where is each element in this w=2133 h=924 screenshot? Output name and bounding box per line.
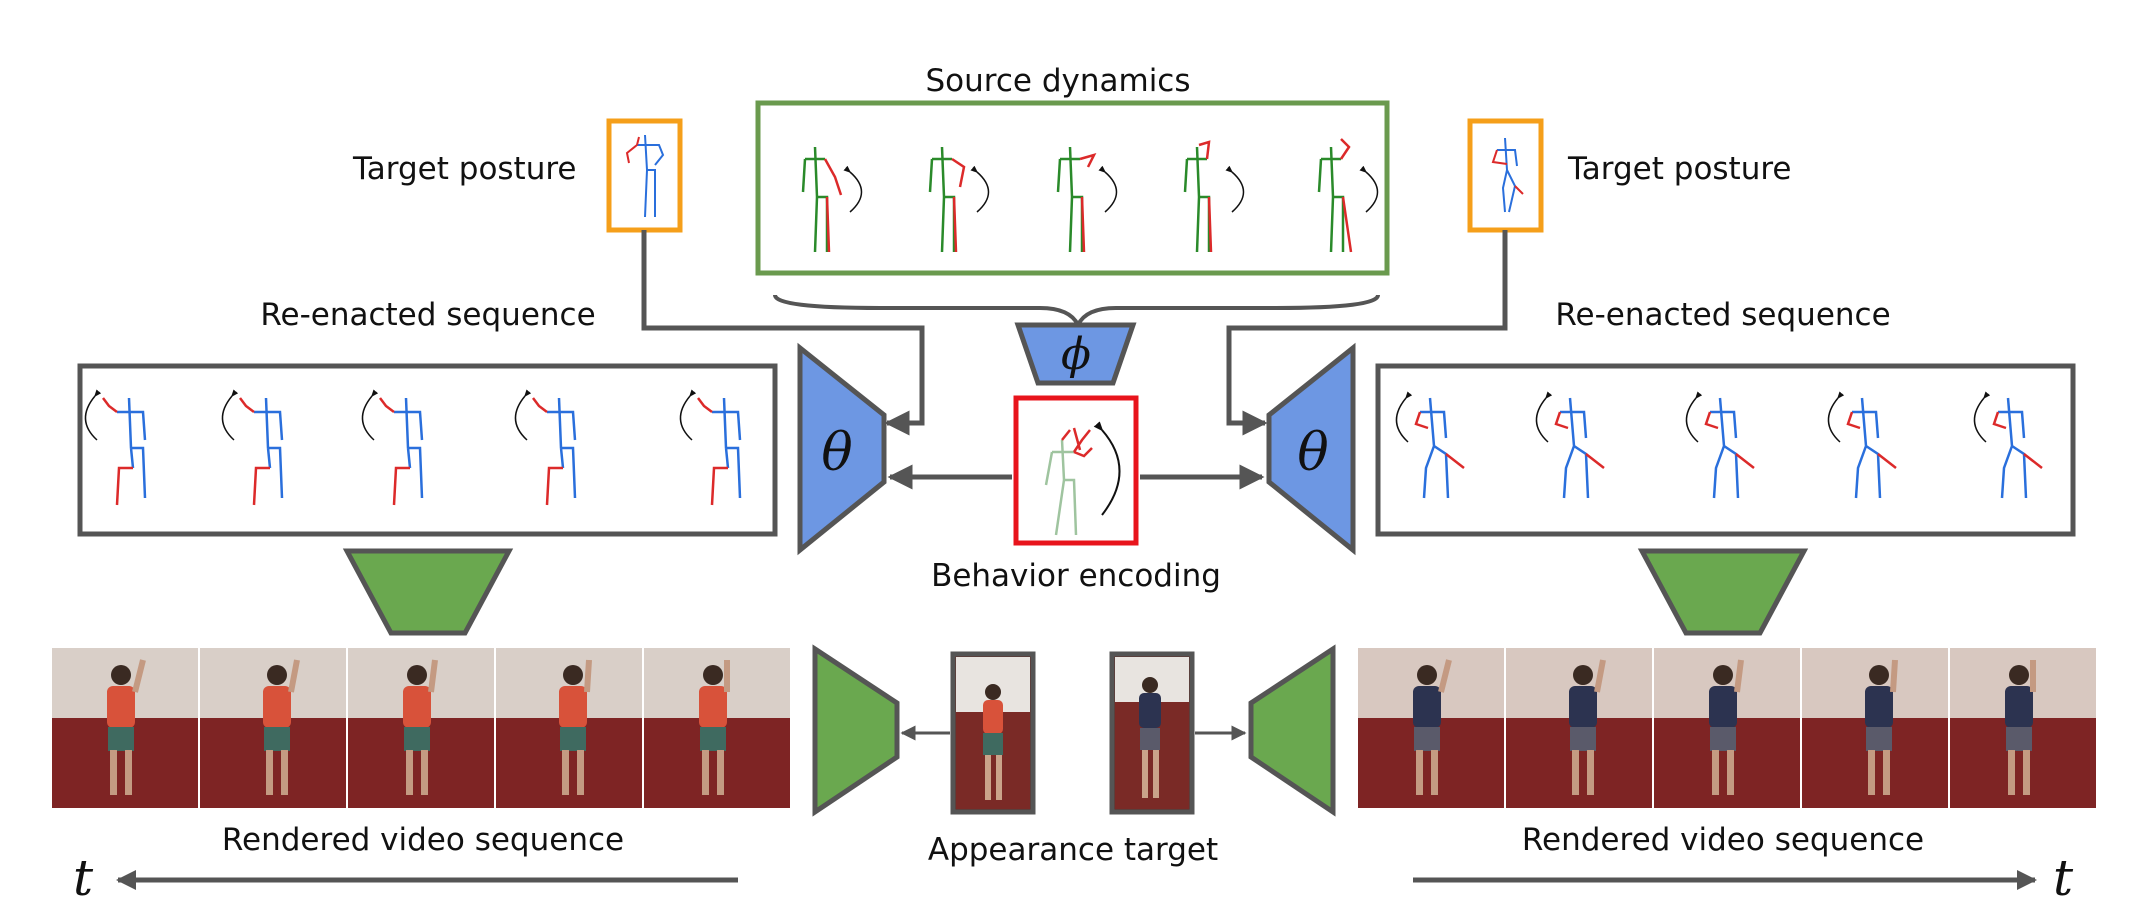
target-posture-right-skeleton <box>1491 137 1524 213</box>
reenacted-left-label: Re-enacted sequence <box>260 297 595 333</box>
phi-symbol: ϕ <box>1061 329 1091 380</box>
left-skeleton-figure <box>84 389 147 506</box>
left-skeleton-figure <box>361 389 424 506</box>
renderer-right-top <box>1637 548 1809 636</box>
target-posture-right-label: Target posture <box>1567 151 1792 187</box>
reenacted-left-group: Re-enacted sequence <box>77 297 778 537</box>
reenacted-left-skeletons <box>84 389 742 506</box>
video-frame <box>200 648 346 808</box>
target-posture-left-skeleton <box>625 134 665 218</box>
target-posture-right-group: Target posture <box>1467 118 1792 233</box>
video-frame <box>644 648 790 808</box>
reenacted-right-group: Re-enacted sequence <box>1375 297 2076 537</box>
theta-right-symbol: θ <box>1297 423 1328 483</box>
time-symbol-left: t <box>73 849 94 907</box>
reenacted-right-label: Re-enacted sequence <box>1555 297 1890 333</box>
target-posture-left-label: Target posture <box>352 151 577 187</box>
source-skeleton-5 <box>1317 138 1379 253</box>
target-posture-left-group: Target posture <box>352 118 683 233</box>
source-dynamics-group: Source dynamics <box>755 63 1390 330</box>
theta-encoder-left: θ <box>797 342 887 556</box>
source-dynamics-box <box>755 100 1390 276</box>
video-frame <box>1950 648 2096 808</box>
right-skeleton-figure <box>1973 391 2043 499</box>
appearance-target-label: Appearance target <box>928 832 1218 868</box>
rendered-left-label: Rendered video sequence <box>222 822 624 858</box>
video-frame <box>1358 648 1504 808</box>
connector-left-target-to-theta <box>641 230 925 436</box>
appearance-target-right <box>1109 651 1195 815</box>
source-brace <box>773 294 1380 330</box>
left-skeleton-figure <box>221 389 284 506</box>
theta-left-symbol: θ <box>821 423 852 483</box>
source-skeleton-1 <box>801 146 863 253</box>
behavior-encoding-label: Behavior encoding <box>931 558 1221 594</box>
right-skeleton-figure <box>1827 391 1897 499</box>
rendered-video-right-strip <box>1358 648 2096 808</box>
time-symbol-right: t <box>2053 849 2074 907</box>
connector-right-target-to-theta <box>1226 230 1508 436</box>
video-frame <box>1802 648 1948 808</box>
video-frame <box>348 648 494 808</box>
renderer-left-bottom <box>812 644 900 817</box>
renderer-left-top <box>342 548 514 636</box>
right-skeleton-figure <box>1395 391 1465 499</box>
behavior-encoding-group: Behavior encoding <box>931 395 1221 594</box>
source-dynamics-label: Source dynamics <box>926 63 1191 99</box>
source-skeleton-3 <box>1056 146 1118 253</box>
renderer-right-bottom <box>1248 644 1336 817</box>
video-frame <box>52 648 198 808</box>
phi-encoder: ϕ <box>1014 322 1137 386</box>
source-skeleton-4 <box>1183 140 1245 253</box>
theta-encoder-right: θ <box>1266 342 1356 556</box>
video-frame <box>496 648 642 808</box>
right-skeleton-figure <box>1685 391 1755 499</box>
behavior-skeleton <box>1044 421 1121 536</box>
video-frame <box>1506 648 1652 808</box>
source-skeleton-2 <box>928 146 990 253</box>
rendered-right-label: Rendered video sequence <box>1522 822 1924 858</box>
left-skeleton-figure <box>679 389 742 506</box>
reenacted-right-skeletons <box>1395 391 2043 499</box>
right-skeleton-figure <box>1535 391 1605 499</box>
appearance-target-left <box>950 651 1036 815</box>
reenacted-right-box <box>1375 363 2076 537</box>
left-skeleton-figure <box>514 389 577 506</box>
rendered-video-left-strip <box>52 648 790 808</box>
video-frame <box>1654 648 1800 808</box>
reenacted-left-box <box>77 363 778 537</box>
